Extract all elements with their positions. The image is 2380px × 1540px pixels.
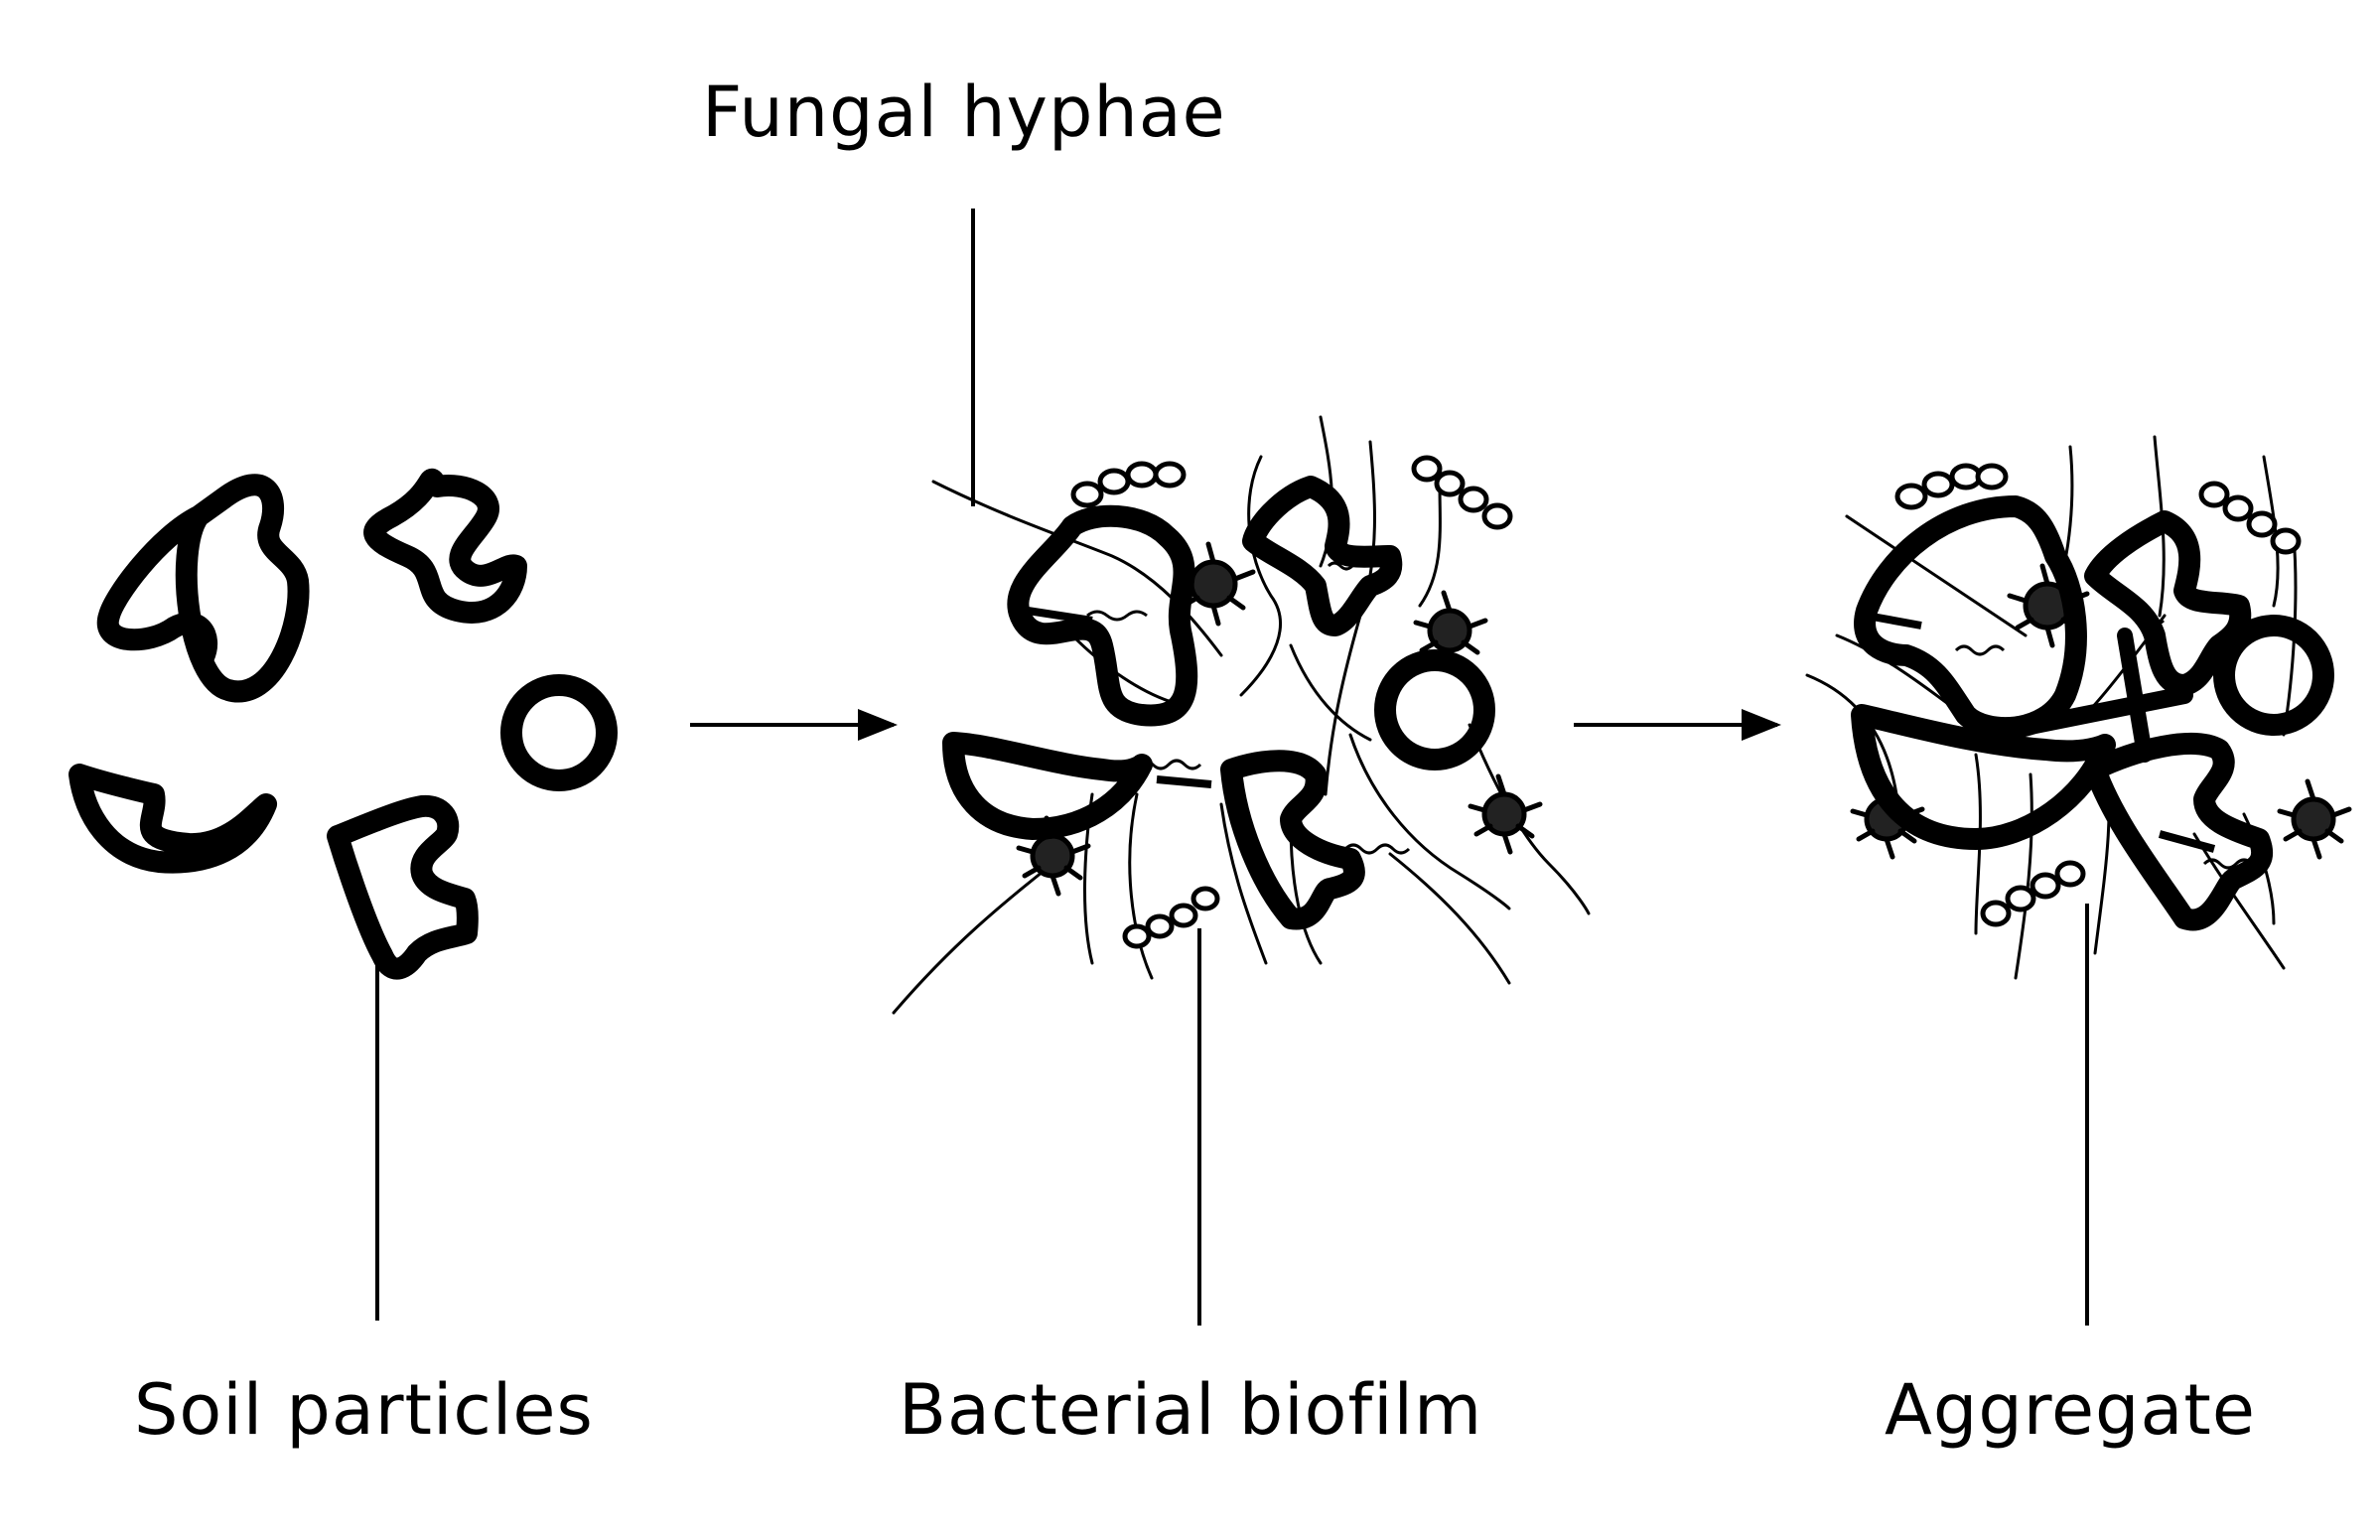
soil-particles-label: Soil particles: [134, 1369, 594, 1451]
aggregate-bacteria-chain: [1894, 463, 2302, 927]
stage-soil-particles: [69, 468, 618, 980]
soil-particle-notched: [363, 468, 527, 624]
biofilm-strands: [1027, 561, 1411, 855]
aggregate-soil-particles: [1851, 495, 2334, 931]
flagellated-bacteria: [1016, 541, 1543, 897]
soil-particle-blob: [96, 474, 310, 703]
aggregate-biofilm-strands: [1866, 612, 2254, 870]
biofilm-soil-particles: [942, 476, 1495, 930]
aggregate-label: Aggregate: [1885, 1369, 2256, 1451]
bacteria-chain: [1070, 455, 1513, 949]
stage-aggregate: [1805, 435, 2352, 980]
soil-particle-ring: [500, 674, 618, 791]
fungal-hyphae-label: Fungal hyphae: [702, 71, 1226, 153]
soil-particle-wedge: [327, 794, 479, 980]
stage-bacterial-biofilm: [892, 415, 1591, 1015]
soil-particle-half-disc: [69, 764, 277, 874]
bacterial-biofilm-label: Bacterial biofilm: [899, 1369, 1483, 1451]
